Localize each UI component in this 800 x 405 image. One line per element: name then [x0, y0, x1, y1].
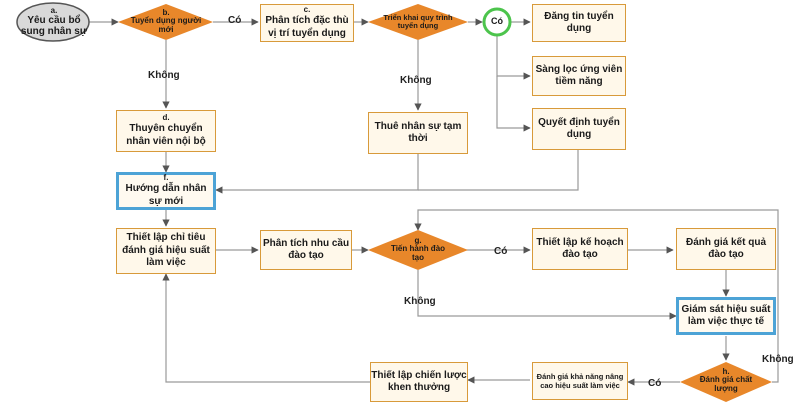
node-label: Thiết lập kế hoạch đào tạo [536, 236, 624, 261]
process-node-danh-gia-ket-qua: Đánh giá kết quả đào tạo [676, 228, 776, 270]
start-node-shape [16, 2, 90, 42]
node-tag: b. [162, 8, 170, 18]
node-tag: c. [303, 5, 311, 14]
edge-chien-luoc-to-chi-tieu [162, 273, 370, 383]
yes-circle-shape [482, 7, 512, 37]
edge-co-to-quyet-dinh [496, 76, 531, 132]
node-label: Tuyển dụng người mới [130, 16, 202, 34]
edge-h-no-loop-to-g [414, 209, 779, 383]
process-node-chien-luoc: Thiết lập chiến lược khen thưởng [370, 362, 468, 402]
node-label: Tiến hành đào tạo [390, 244, 446, 262]
node-label: Đánh giá khả năng nâng cao hiệu suất làm… [536, 371, 624, 390]
decision-node-h: h. Đánh giá chất lượng [690, 366, 762, 396]
edge-label-h-yes: Có [648, 378, 662, 389]
node-label: Phân tích đặc thù vị trí tuyển dụng [265, 15, 349, 39]
decision-b-shape [118, 4, 213, 40]
node-label: Giám sát hiệu suất làm việc thực tế [681, 303, 771, 328]
process-node-ke-hoach: Thiết lập kế hoạch đào tạo [532, 228, 628, 270]
decision-node-g: g. Tiến hành đào tạo [384, 234, 452, 266]
decision-node-trien-khai: Triển khai quy trình tuyển dụng [380, 8, 456, 36]
node-label: Hướng dẫn nhân sự mới [125, 183, 207, 207]
edge-label-g-no: Không [404, 296, 436, 307]
node-tag: a. [50, 6, 58, 15]
yes-circle-node: Có [484, 12, 510, 32]
node-tag: h. [722, 367, 730, 377]
node-label: Có [491, 16, 503, 27]
node-label: Triển khai quy trình tuyển dụng [383, 12, 453, 30]
node-label: Đăng tin tuyển dụng [544, 10, 614, 35]
decision-g-shape [368, 230, 468, 270]
node-tag: d. [162, 113, 170, 122]
node-label: Sàng lọc ứng viên tiềm năng [535, 63, 623, 88]
edge-quyet-dinh-to-f [418, 150, 579, 191]
edge-label-g-yes: Có [494, 246, 508, 257]
node-label: Quyết định tuyển dụng [538, 116, 620, 141]
edge-label-b-yes: Có [228, 15, 242, 26]
node-label: Thiết lập chiến lược khen thưởng [371, 369, 467, 394]
node-label: Yêu cầu bổ sung nhân sự [20, 15, 88, 37]
process-node-thue: Thuê nhân sự tạm thời [368, 112, 468, 154]
process-node-quyet-dinh: Quyết định tuyển dụng [532, 108, 626, 150]
node-tag: f. [163, 173, 169, 182]
edge-g-no-to-giam-sat [417, 270, 677, 320]
node-label: Đánh giá chất lượng [699, 375, 753, 393]
edge-co-to-sang-loc [496, 36, 531, 80]
node-label: Thuê nhân sự tạm thời [374, 120, 462, 145]
node-label: Thiết lập chỉ tiêu đánh giá hiệu suất là… [122, 232, 210, 269]
process-node-d: d. Thuyên chuyển nhân viên nội bộ [116, 110, 216, 152]
edge-label-h-no: Không [762, 354, 794, 365]
node-label: Phân tích nhu cầu đào tạo [262, 237, 350, 262]
edge-thue-to-f [215, 154, 419, 194]
decision-trien-khai-shape [368, 4, 468, 40]
process-node-kha-nang: Đánh giá khả năng nâng cao hiệu suất làm… [532, 362, 628, 400]
edge-label-b-no: Không [148, 70, 180, 81]
process-node-f: f. Hướng dẫn nhân sự mới [116, 172, 216, 210]
process-node-phan-tich-nhu-cau: Phân tích nhu cầu đào tạo [260, 230, 352, 270]
node-label: Thuyên chuyển nhân viên nội bộ [126, 123, 206, 147]
process-node-c: c. Phân tích đặc thù vị trí tuyển dụng [260, 4, 354, 42]
node-tag: g. [414, 236, 422, 246]
process-node-sang-loc: Sàng lọc ứng viên tiềm năng [532, 56, 626, 96]
process-node-dang-tin: Đăng tin tuyển dụng [532, 4, 626, 42]
edge-label-trien-khai-no: Không [400, 75, 432, 86]
process-node-chi-tieu: Thiết lập chỉ tiêu đánh giá hiệu suất là… [116, 228, 216, 274]
decision-h-shape [680, 362, 772, 402]
decision-node-b: b. Tuyển dụng người mới [128, 6, 204, 38]
start-node: a. Yêu cầu bổ sung nhân sự [18, 4, 90, 40]
node-label: Đánh giá kết quả đào tạo [685, 236, 766, 261]
process-node-giam-sat: Giám sát hiệu suất làm việc thực tế [676, 297, 776, 335]
